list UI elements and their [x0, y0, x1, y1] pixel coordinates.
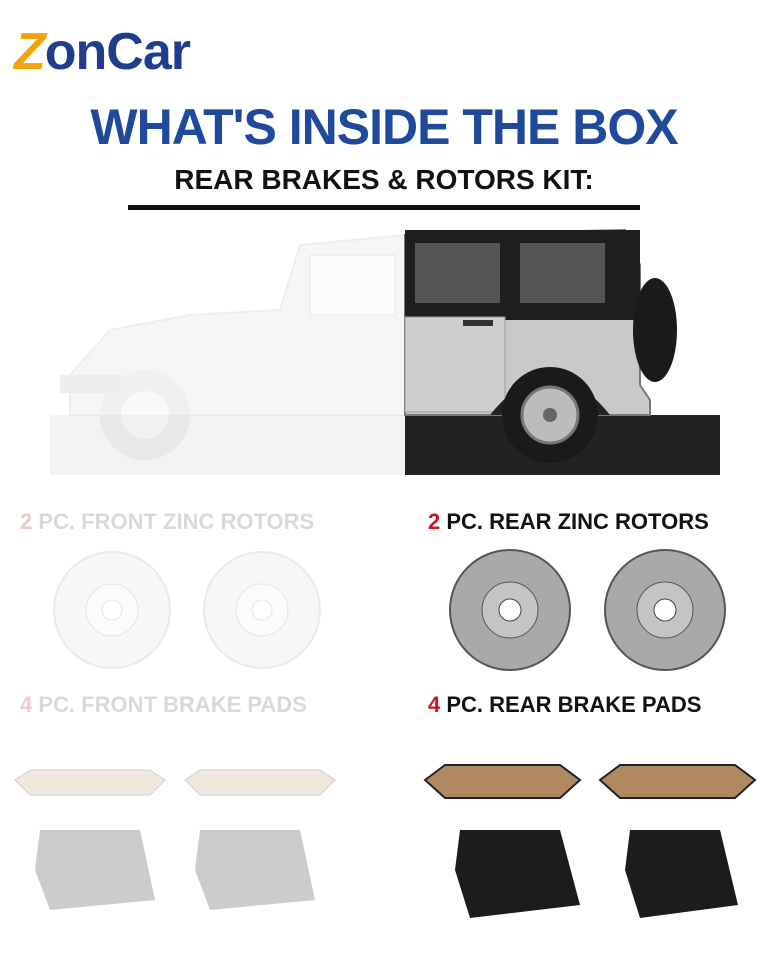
label-front-pads: 4 PC. FRONT BRAKE PADS — [20, 692, 307, 717]
front-pads-image — [14, 769, 336, 910]
headline: WHAT'S INSIDE THE BOX — [90, 99, 678, 155]
rear-rotors-image — [449, 549, 726, 671]
label-rear-pads: 4 PC. REAR BRAKE PADS — [428, 692, 702, 717]
jeep-vehicle-image — [50, 228, 720, 475]
zoncar-logo: ZonCar — [14, 23, 191, 81]
label-front-rotors: 2 PC. FRONT ZINC ROTORS — [20, 509, 315, 534]
label-rear-rotors: 2 PC. REAR ZINC ROTORS — [428, 509, 709, 534]
rear-pads-image — [423, 764, 757, 918]
divider — [128, 205, 640, 210]
subheadline: REAR BRAKES & ROTORS KIT: — [174, 164, 594, 195]
front-rotors-image — [53, 551, 321, 669]
